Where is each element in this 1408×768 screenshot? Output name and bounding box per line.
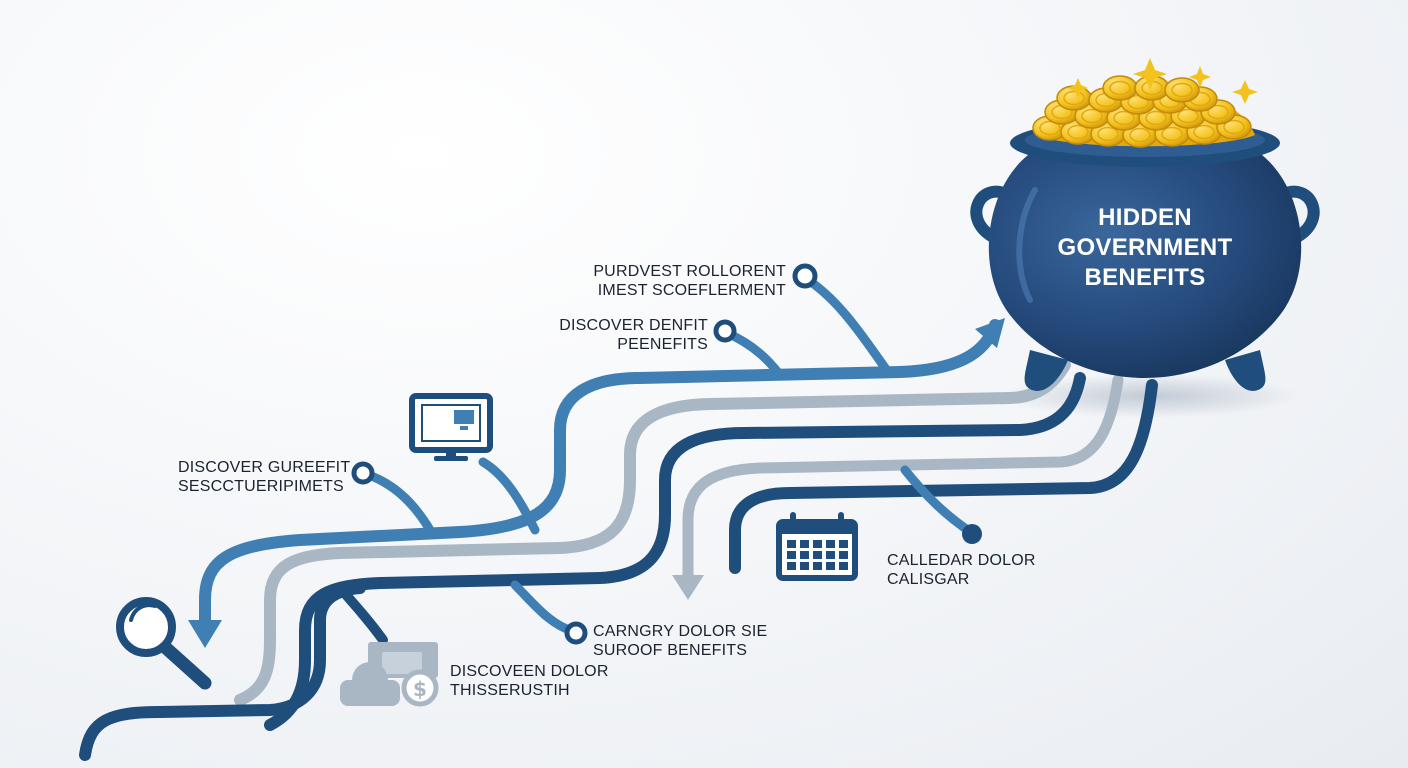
label-left: DISCOVER GUREEFIT SESCCTUERIPIMETS [178,458,350,496]
coin-pile [1032,75,1252,148]
label-calendar-line-2: CALISGAR [887,571,970,588]
coin-rim [1193,124,1215,140]
coin-icon [1164,77,1200,103]
calendar-icon [776,512,858,581]
label-top-right-line-2: IMEST SCOEFLERMENT [597,282,786,299]
arrow-down-left [188,620,222,648]
label-bottom-left-line-2: THISSERUSTIH [450,682,570,699]
calendar-day-cell [800,562,809,570]
branch-calendar [900,465,977,538]
branch-money [335,583,388,645]
label-mid-right: DISCOVER DENFIT PEENEFITS [520,316,708,354]
coin-rim [1207,104,1229,120]
svg-text:$: $ [413,677,427,701]
label-top-right-line-1: PURDVEST ROLLORENT [593,263,786,280]
calendar-day-cell [826,551,835,559]
coin-rim [1177,108,1199,124]
pot-title-line-2: GOVERNMENT [1057,234,1233,261]
calendar-day-cell [839,562,848,570]
connector-dots [351,263,982,645]
path-navy-bottom [79,582,366,761]
calendar-day-cell [800,540,809,548]
calendar-day-cell [787,540,796,548]
label-bottom-mid-line-2: SUROOF BENEFITS [593,642,748,659]
label-bottom-left: DISCOVEEN DOLOR THISSERUSTIH [450,662,609,700]
calendar-day-cell [826,540,835,548]
label-calendar: CALLEDAR DOLOR CALISGAR [887,551,1036,589]
magnifier-icon [116,597,212,690]
flow-paths [79,273,1158,761]
pot-title: HIDDEN GOVERNMENT BENEFITS [1030,203,1260,293]
computer-monitor-icon [409,393,493,461]
coin-rim [1113,110,1135,126]
calendar-day-cell [813,551,822,559]
branch-monitor [478,457,540,535]
arrow-up-right [975,318,1005,348]
branch-left [358,468,435,535]
coin-rim [1145,110,1167,126]
branch-bottom-mid [510,580,580,637]
branch-top-right [800,273,893,377]
label-top-right: PURDVEST ROLLORENT IMEST SCOEFLERMENT [560,262,786,300]
label-mid-right-line-2: PEENEFITS [617,336,708,353]
label-left-line-2: SESCCTUERIPIMETS [178,478,344,495]
calendar-day-cell [826,562,835,570]
label-bottom-left-line-1: DISCOVEEN DOLOR [450,663,609,680]
coin-rim [1223,119,1245,135]
calendar-day-cell [800,551,809,559]
arrow-down-gray [672,575,704,600]
coin-rim [1109,80,1131,96]
coin-rim [1097,126,1119,142]
coin-rim [1161,126,1183,142]
path-navy-2 [729,379,1158,574]
path-mid-blue-upper [199,319,1001,641]
calendar-day-cell [839,540,848,548]
calendar-day-cell [839,551,848,559]
label-left-line-1: DISCOVER GUREEFIT [178,459,351,476]
money-icon: $ [340,642,439,707]
label-bottom-mid: CARNGRY DOLOR SIE SUROOF BENEFITS [593,622,767,660]
path-navy-1 [264,372,1086,731]
coin-icon [1102,75,1138,101]
calendar-day-cell [813,562,822,570]
coin-rim [1171,82,1193,98]
pot-title-line-3: BENEFITS [1084,264,1206,291]
label-bottom-mid-line-1: CARNGRY DOLOR SIE [593,623,768,640]
coin-rim [1039,120,1061,136]
coin-rim [1067,124,1089,140]
calendar-day-cell [787,551,796,559]
calendar-day-cell [787,562,796,570]
label-mid-right-line-1: DISCOVER DENFIT [559,317,708,334]
path-light-gray-2 [682,374,1124,591]
sparkle-icon [1068,58,1258,104]
coin-rim [1129,127,1151,143]
pot-title-line-1: HIDDEN [1098,204,1192,231]
calendar-day-cell [813,540,822,548]
label-calendar-line-1: CALLEDAR DOLOR [887,552,1036,569]
coin-rim [1081,108,1103,124]
path-light-gray-1 [234,359,1071,706]
coin-rim [1063,90,1085,106]
